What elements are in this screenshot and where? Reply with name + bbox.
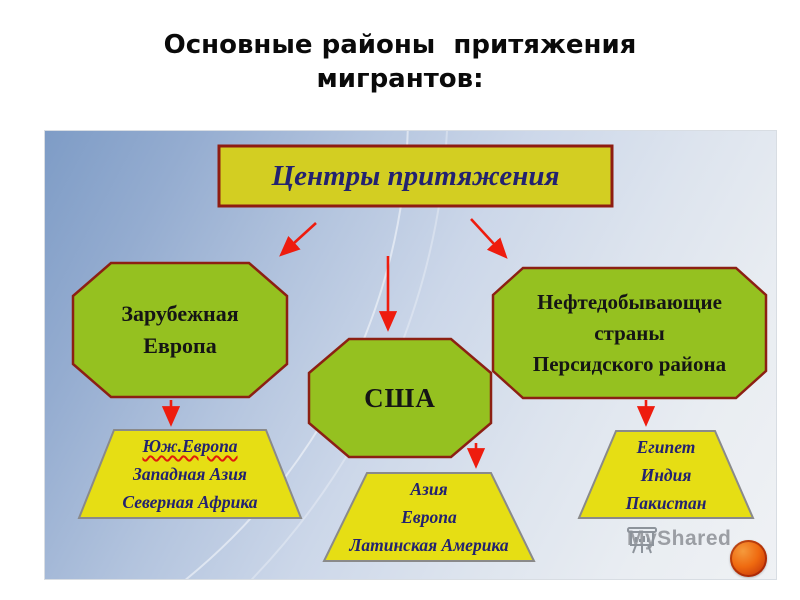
orange-ball-icon <box>730 540 767 577</box>
trapezoid-europe-sources <box>77 429 303 519</box>
myshared-watermark: MyShared <box>627 527 731 554</box>
arrow-root-to-persian <box>470 218 508 259</box>
migration-diagram: Центры притяжения Зарубежная Европа США … <box>44 130 777 580</box>
octagon-persian <box>491 266 768 400</box>
slide-title: Основные районы притяжения мигрантов: <box>10 28 790 96</box>
trapezoid-usa-sources <box>322 472 536 562</box>
projector-screen-icon <box>627 527 657 554</box>
diagram-shapes <box>71 144 768 562</box>
octagon-usa <box>307 337 493 459</box>
root-box-shape <box>217 144 614 208</box>
arrow-root-to-europe <box>279 222 317 257</box>
slide-title-line-2: мигрантов: <box>316 64 484 94</box>
octagon-europe <box>71 261 289 399</box>
slide-title-line-1: Основные районы притяжения <box>163 30 637 60</box>
trapezoid-persian-sources <box>577 430 755 519</box>
